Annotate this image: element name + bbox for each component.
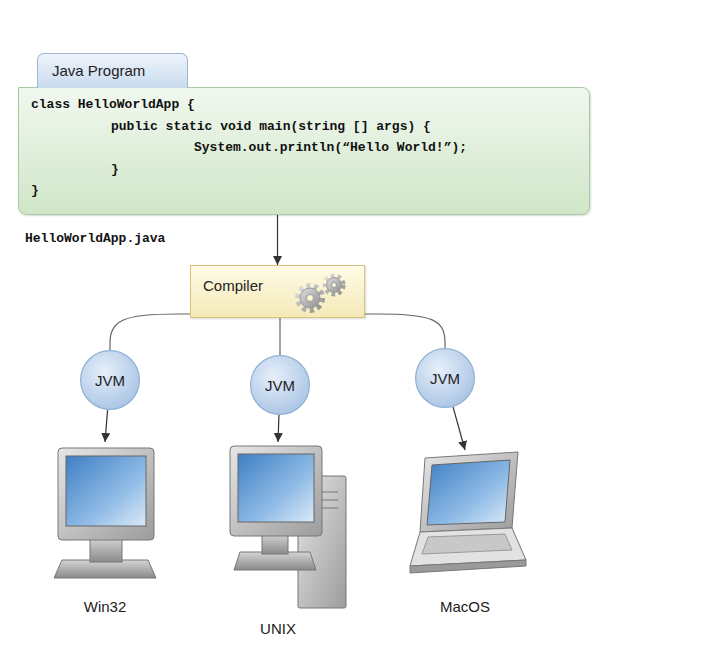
program-panel: Java Programclass HelloWorldApp {public … [18,87,590,215]
gear-hub [332,283,337,288]
workstation [230,446,346,608]
code-line: System.out.println(“Hello World!”); [194,140,467,156]
monitor-body [230,446,322,536]
monitor-neck [90,538,122,562]
monitor-base [54,560,156,578]
laptop-keyboard [422,534,512,554]
monitor-screen [66,456,146,526]
compiler-box: Compiler [190,265,365,318]
laptop-base [410,528,526,566]
laptop-screen [427,460,510,525]
gears-icon [298,276,343,310]
gear-teeth [298,286,322,310]
gear-teeth [325,276,343,294]
platform-label: UNIX [260,620,296,639]
gear-body [300,288,320,308]
monitor-screen [238,454,314,522]
arrow [277,415,279,442]
arrow [105,410,108,442]
jvm-label: JVM [95,372,125,389]
jvm-circle: JVM [415,348,475,408]
laptop [410,452,526,573]
compiler-label: Compiler [203,277,263,294]
connector-line [279,318,280,355]
jvm-label: JVM [430,370,460,387]
platform-label: MacOS [440,598,490,617]
jvm-circle-outline [81,351,140,410]
jvm-circle-outline [416,349,475,408]
arrow [453,407,465,450]
tab-label: Java Program [52,62,145,79]
file-name: HelloWorldApp.java [25,231,165,246]
monitor-body [58,448,154,540]
jvm-circle: JVM [80,350,140,410]
platform-computer: MacOS [405,450,525,617]
jvm-circle-outline [251,356,310,415]
code-line: } [111,162,119,178]
monitor-base [234,552,316,570]
connector-line [365,314,445,348]
platform-computer: Win32 [45,442,165,617]
panel-tab: Java Program [37,53,188,88]
code-line: } [31,183,39,199]
connector-line [110,314,190,350]
arrow [277,215,278,265]
gear-hub [307,295,314,302]
platform-label: Win32 [84,598,127,617]
jvm-label: JVM [265,377,295,394]
gear-body [327,278,342,293]
laptop-lid [420,452,518,532]
code-line: class HelloWorldApp { [31,97,195,113]
platform-computer: UNIX [222,442,334,639]
jvm-circle: JVM [250,355,310,415]
desktop-monitor [54,448,156,578]
code-line: public static void main(string [] args) … [111,119,431,135]
monitor-neck [262,534,288,554]
laptop-edge [410,560,526,573]
